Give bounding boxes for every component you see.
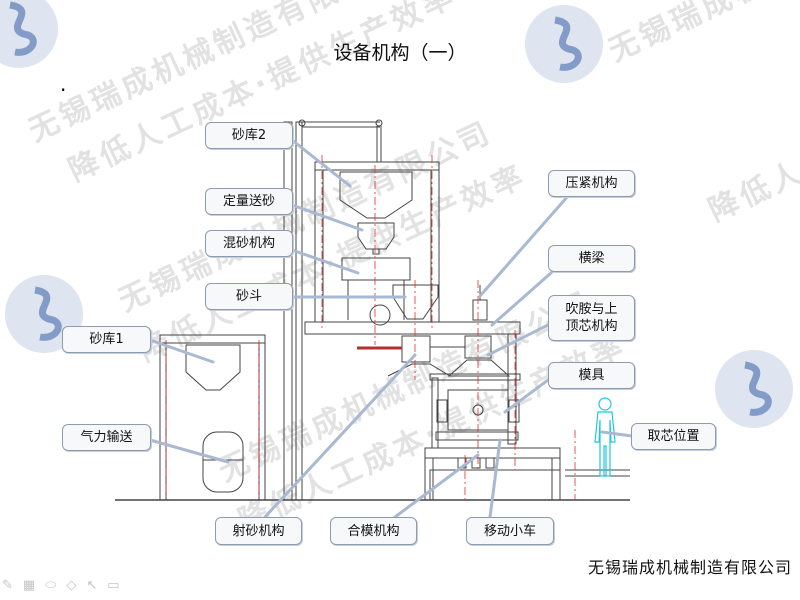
label-cart: 移动小车 xyxy=(466,517,554,545)
bullet-point: · xyxy=(60,78,67,102)
label-dosing: 定量送砂 xyxy=(205,188,293,215)
slideshow-toolbar: ✎ ▦ ⬭ ◇ ↖ ▭ xyxy=(2,578,120,593)
company-footer: 无锡瑞成机械制造有限公司 xyxy=(587,558,792,577)
label-mold: 模具 xyxy=(548,362,635,389)
pointer-icon[interactable]: ↖ xyxy=(86,578,98,593)
label-line: 吹胺与上 xyxy=(565,302,618,317)
pen-icon[interactable]: ✎ xyxy=(2,578,13,593)
watermark-logo xyxy=(715,350,793,428)
watermark-logo xyxy=(0,0,58,68)
label-pneumatic: 气力输送 xyxy=(62,424,151,451)
ink-icon[interactable]: ⬭ xyxy=(45,578,57,593)
label-press: 压紧机构 xyxy=(548,170,635,197)
label-line: 顶芯机构 xyxy=(565,319,618,334)
watermark-logo xyxy=(525,5,603,83)
label-shooting: 射砂机构 xyxy=(215,517,302,545)
label-clamping: 合模机构 xyxy=(330,517,417,545)
label-sand-hopper: 砂斗 xyxy=(205,283,293,310)
eraser-icon[interactable]: ◇ xyxy=(66,578,77,593)
camera-icon[interactable]: ▭ xyxy=(107,578,120,593)
label-sand-bin-2: 砂库2 xyxy=(205,122,293,149)
operator-figure xyxy=(594,397,616,477)
label-core-pick: 取芯位置 xyxy=(631,423,716,450)
label-blow-top-core: 吹胺与上 顶芯机构 xyxy=(548,295,635,341)
label-sand-bin-1: 砂库1 xyxy=(62,326,151,353)
label-beam: 横梁 xyxy=(548,245,635,272)
slides-icon[interactable]: ▦ xyxy=(22,578,36,593)
page-title: 设备机构（一） xyxy=(333,42,467,64)
label-mixer: 混砂机构 xyxy=(205,230,293,257)
